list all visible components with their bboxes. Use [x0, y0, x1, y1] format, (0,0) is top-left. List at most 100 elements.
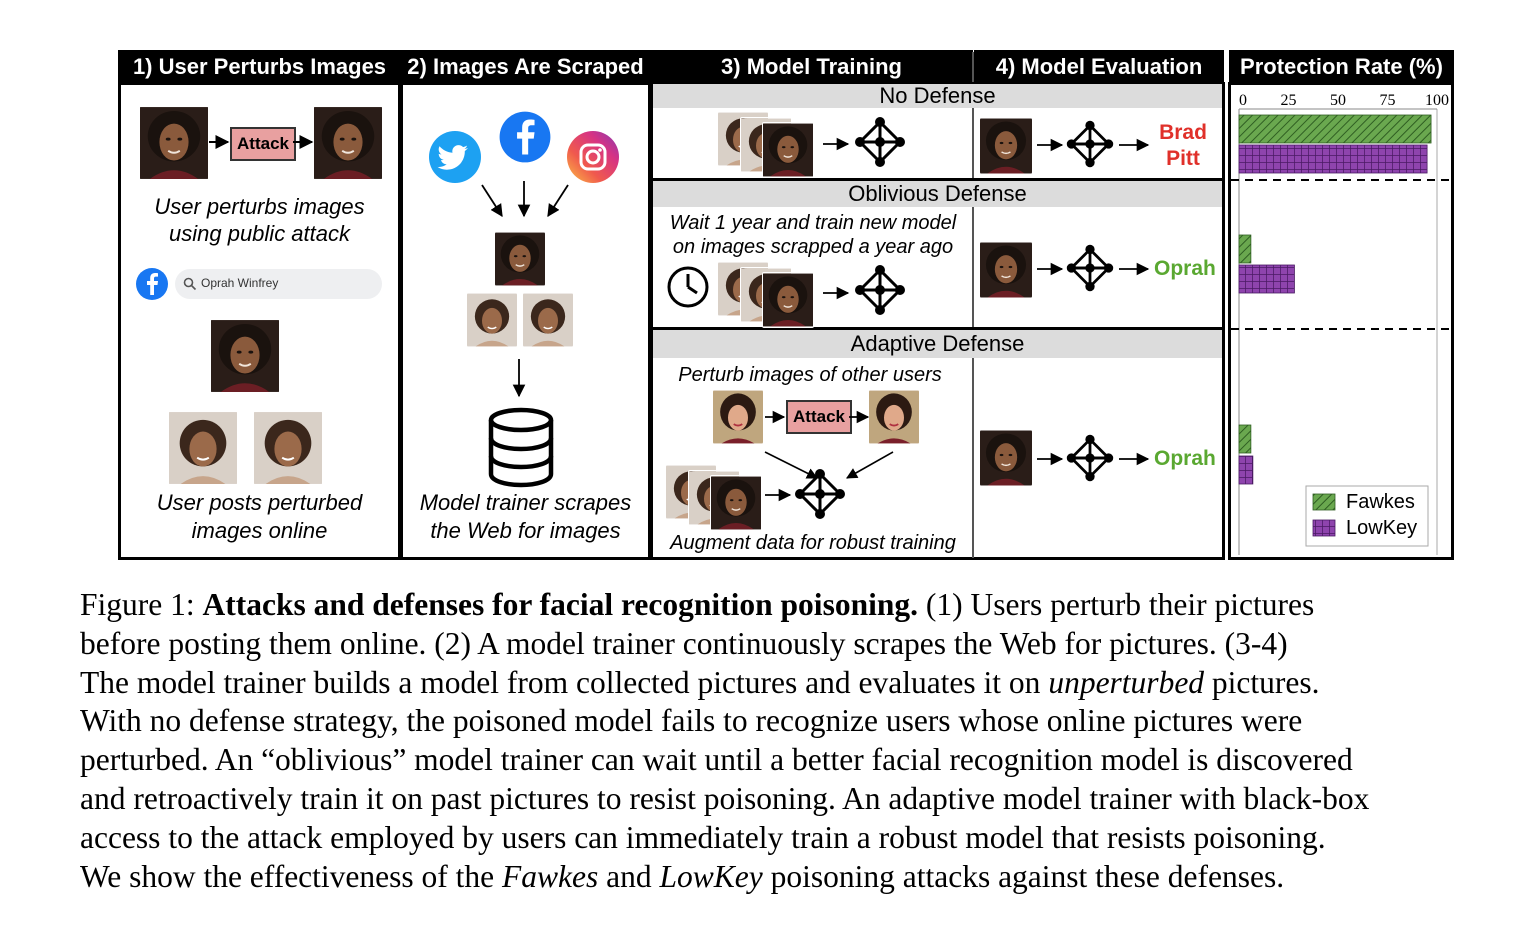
caption-perturb-line1: User perturbs images	[154, 194, 365, 219]
neural-network-icon	[852, 114, 908, 170]
caption-line: and retroactively train it on past pictu…	[80, 780, 1370, 816]
caption-line: We show the effectiveness of the Fawkes …	[80, 858, 1500, 897]
train-stack-image-3	[710, 475, 762, 531]
caption-scrape-line2: the Web for images	[430, 518, 621, 543]
caption-line: before posting them online. (2) A model …	[80, 625, 1288, 661]
bar-fawkes	[1238, 424, 1252, 454]
result-correct: Oprah	[1154, 447, 1216, 470]
header-model-evaluation: 4) Model Evaluation	[974, 50, 1224, 84]
caption-emphasis: Fawkes	[502, 858, 599, 894]
caption-line: The model trainer builds a model from co…	[80, 664, 1500, 703]
database-icon	[488, 407, 554, 488]
arrow-to-result	[1119, 138, 1150, 152]
legend-swatch-fawkes	[1312, 493, 1336, 511]
x-tick-label: 100	[1425, 92, 1449, 109]
caption-scrape-line1: Model trainer scrapes	[419, 490, 632, 515]
eval-face-image	[980, 118, 1032, 174]
header-model-training: 3) Model Training	[650, 50, 973, 84]
row-divider-1	[650, 178, 1225, 181]
eval-face-image	[980, 430, 1032, 486]
oblivious-desc-line1: Wait 1 year and train new model	[669, 212, 957, 234]
neural-network-icon	[1064, 242, 1116, 294]
search-icon	[183, 277, 197, 291]
scraped-face-image-3	[523, 293, 573, 347]
caption-emphasis: LowKey	[659, 858, 763, 894]
figure-caption: Figure 1: Attacks and defenses for facia…	[80, 586, 1500, 896]
scraped-face-image-2	[467, 293, 517, 347]
clock-icon	[667, 266, 709, 308]
search-bar[interactable]: Oprah Winfrey	[175, 269, 382, 299]
caption-line: access to the attack employed by users c…	[80, 819, 1326, 855]
facebook-icon	[136, 268, 168, 300]
caption-text: We show the effectiveness of the	[80, 858, 502, 894]
figure-title: Attacks and defenses for facial recognit…	[202, 587, 919, 622]
header-divider	[972, 52, 974, 82]
search-text: Oprah Winfrey	[201, 276, 279, 290]
train-stack-image-3	[762, 122, 814, 178]
arrow-to-result	[1119, 452, 1150, 466]
arrow-to-network	[823, 137, 850, 151]
adaptive-footer: Augment data for robust training	[670, 532, 956, 554]
scraped-face-image	[495, 232, 545, 286]
neural-network-icon	[1064, 432, 1116, 484]
arrow-from-attack	[849, 410, 870, 424]
result-wrong-line1: Brad	[1159, 121, 1207, 144]
posted-face-image	[211, 319, 279, 393]
header-user-perturbs: 1) User Perturbs Images	[118, 50, 401, 84]
bar-fawkes	[1238, 114, 1432, 144]
row-title-oblivious: Oblivious Defense	[653, 181, 1222, 207]
arrow-to-attack	[209, 135, 230, 149]
bar-fawkes	[1238, 234, 1252, 264]
caption-line: perturbed. An “oblivious” model trainer …	[80, 742, 1353, 778]
bar-lowkey	[1238, 455, 1254, 485]
caption-posts-line1: User posts perturbed	[156, 490, 363, 515]
result-wrong-line2: Pitt	[1166, 147, 1200, 170]
other-user-perturbed-image	[869, 390, 919, 444]
caption-posts-line2: images online	[191, 518, 328, 543]
caption-line: Figure 1: Attacks and defenses for facia…	[80, 586, 1500, 625]
train-stack-image-3	[762, 272, 814, 328]
caption-text: The model trainer builds a model from co…	[80, 664, 1049, 700]
posted-face-image-3	[254, 411, 322, 485]
arrow-from-attack	[293, 135, 314, 149]
caption-text: poisoning attacks against these defenses…	[762, 858, 1285, 894]
row-title-adaptive: Adaptive Defense	[653, 330, 1222, 358]
original-face-image	[140, 106, 208, 180]
arrow-to-attack	[765, 410, 786, 424]
figure-label: Figure 1:	[80, 587, 195, 622]
x-tick-label: 0	[1239, 92, 1247, 109]
other-user-face-image	[713, 390, 763, 444]
row-title-no-defense: No Defense	[653, 83, 1222, 108]
legend-swatch-lowkey	[1312, 519, 1336, 537]
row-divider-2	[650, 327, 1225, 330]
caption-perturb-line2: using public attack	[169, 221, 350, 246]
bar-lowkey	[1238, 144, 1428, 174]
arrow-to-eval-network	[1037, 452, 1064, 466]
attack-box: Attack	[230, 127, 296, 161]
caption-text: (1) Users perturb their pictures	[918, 587, 1315, 622]
attack-box: Attack	[786, 400, 852, 434]
legend-label-fawkes: Fawkes	[1346, 491, 1415, 513]
eval-face-image	[980, 242, 1032, 298]
header-images-scraped: 2) Images Are Scraped	[401, 50, 650, 84]
arrow-to-network	[823, 286, 850, 300]
x-tick-label: 75	[1380, 92, 1396, 109]
neural-network-icon	[792, 466, 848, 522]
x-tick-label: 50	[1330, 92, 1346, 109]
arrow-to-eval-network	[1037, 138, 1064, 152]
twitter-icon	[429, 131, 481, 183]
bar-lowkey	[1238, 264, 1295, 294]
facebook-icon-large	[499, 111, 551, 163]
caption-line: With no defense strategy, the poisoned m…	[80, 703, 1303, 739]
arrow-to-result	[1119, 262, 1150, 276]
neural-network-icon	[852, 262, 908, 318]
neural-network-icon	[1064, 118, 1116, 170]
arrow-to-network	[765, 488, 792, 502]
instagram-icon	[567, 131, 619, 183]
arrow-to-eval-network	[1037, 262, 1064, 276]
scrape-arrows	[481, 181, 569, 218]
caption-emphasis: unperturbed	[1048, 664, 1205, 700]
header-protection-rate: Protection Rate (%)	[1229, 50, 1454, 84]
adaptive-desc: Perturb images of other users	[678, 364, 942, 386]
